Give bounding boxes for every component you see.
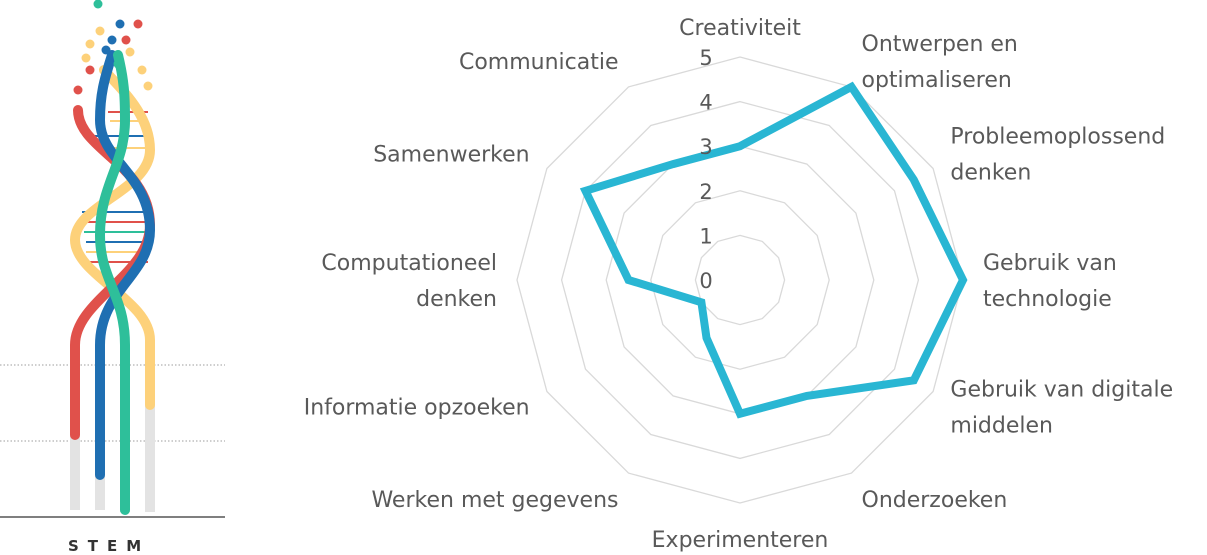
confetti-dots xyxy=(73,0,153,95)
grid-ring xyxy=(694,234,786,326)
axis-label: Computationeel xyxy=(321,251,497,276)
axis-label: Creativiteit xyxy=(679,16,801,41)
axis-label: denken xyxy=(950,161,1031,186)
axis-label: denken xyxy=(416,287,497,312)
tick-label: 5 xyxy=(699,46,712,70)
tick-label: 0 xyxy=(699,269,712,293)
stem-logo: STEM xyxy=(0,0,225,555)
confetti-dot xyxy=(143,81,153,91)
grid-ring xyxy=(516,56,964,504)
grid-ring xyxy=(605,145,875,415)
confetti-dot xyxy=(73,85,83,95)
axis-label: Samenwerken xyxy=(373,143,529,168)
confetti-dot xyxy=(95,26,105,36)
axis-label: Onderzoeken xyxy=(862,488,1008,513)
axis-label: optimaliseren xyxy=(862,68,1012,93)
axis-label: Werken met gegevens xyxy=(371,488,618,513)
grid-ring xyxy=(650,190,830,370)
axis-label: Gebruik van digitale xyxy=(950,378,1173,403)
axis-label: Ontwerpen en xyxy=(862,32,1018,57)
confetti-dot xyxy=(137,65,147,75)
axis-label: technologie xyxy=(983,287,1112,312)
series-line xyxy=(579,81,968,419)
confetti-dot xyxy=(93,0,103,9)
tick-label: 2 xyxy=(699,180,712,204)
axis-label: Experimenteren xyxy=(652,528,829,553)
tick-label: 4 xyxy=(699,91,712,115)
confetti-dot xyxy=(85,65,95,75)
confetti-dot xyxy=(133,19,143,29)
confetti-dot xyxy=(107,35,117,45)
axis-label: Probleemoplossend xyxy=(950,125,1165,150)
axis-label: Gebruik van xyxy=(983,251,1117,276)
stem-label: STEM xyxy=(68,537,150,555)
radar-series xyxy=(579,81,968,419)
helix-strand-green xyxy=(94,50,131,515)
helix-strand-yellow xyxy=(69,65,156,410)
confetti-dot xyxy=(125,47,135,57)
axis-label: Communicatie xyxy=(459,50,619,75)
radar-grid xyxy=(516,56,964,504)
radar-ticks: 0 1 2 3 4 5 xyxy=(699,46,712,293)
confetti-dot xyxy=(85,39,95,49)
confetti-dot xyxy=(101,45,111,55)
axis-label: middelen xyxy=(950,414,1053,439)
confetti-dot xyxy=(115,19,125,29)
confetti-dot xyxy=(121,35,131,45)
tick-label: 3 xyxy=(699,135,712,159)
axis-label: Informatie opzoeken xyxy=(304,396,530,421)
confetti-dot xyxy=(113,59,123,69)
confetti-dot xyxy=(81,53,91,63)
tick-label: 1 xyxy=(699,224,712,248)
